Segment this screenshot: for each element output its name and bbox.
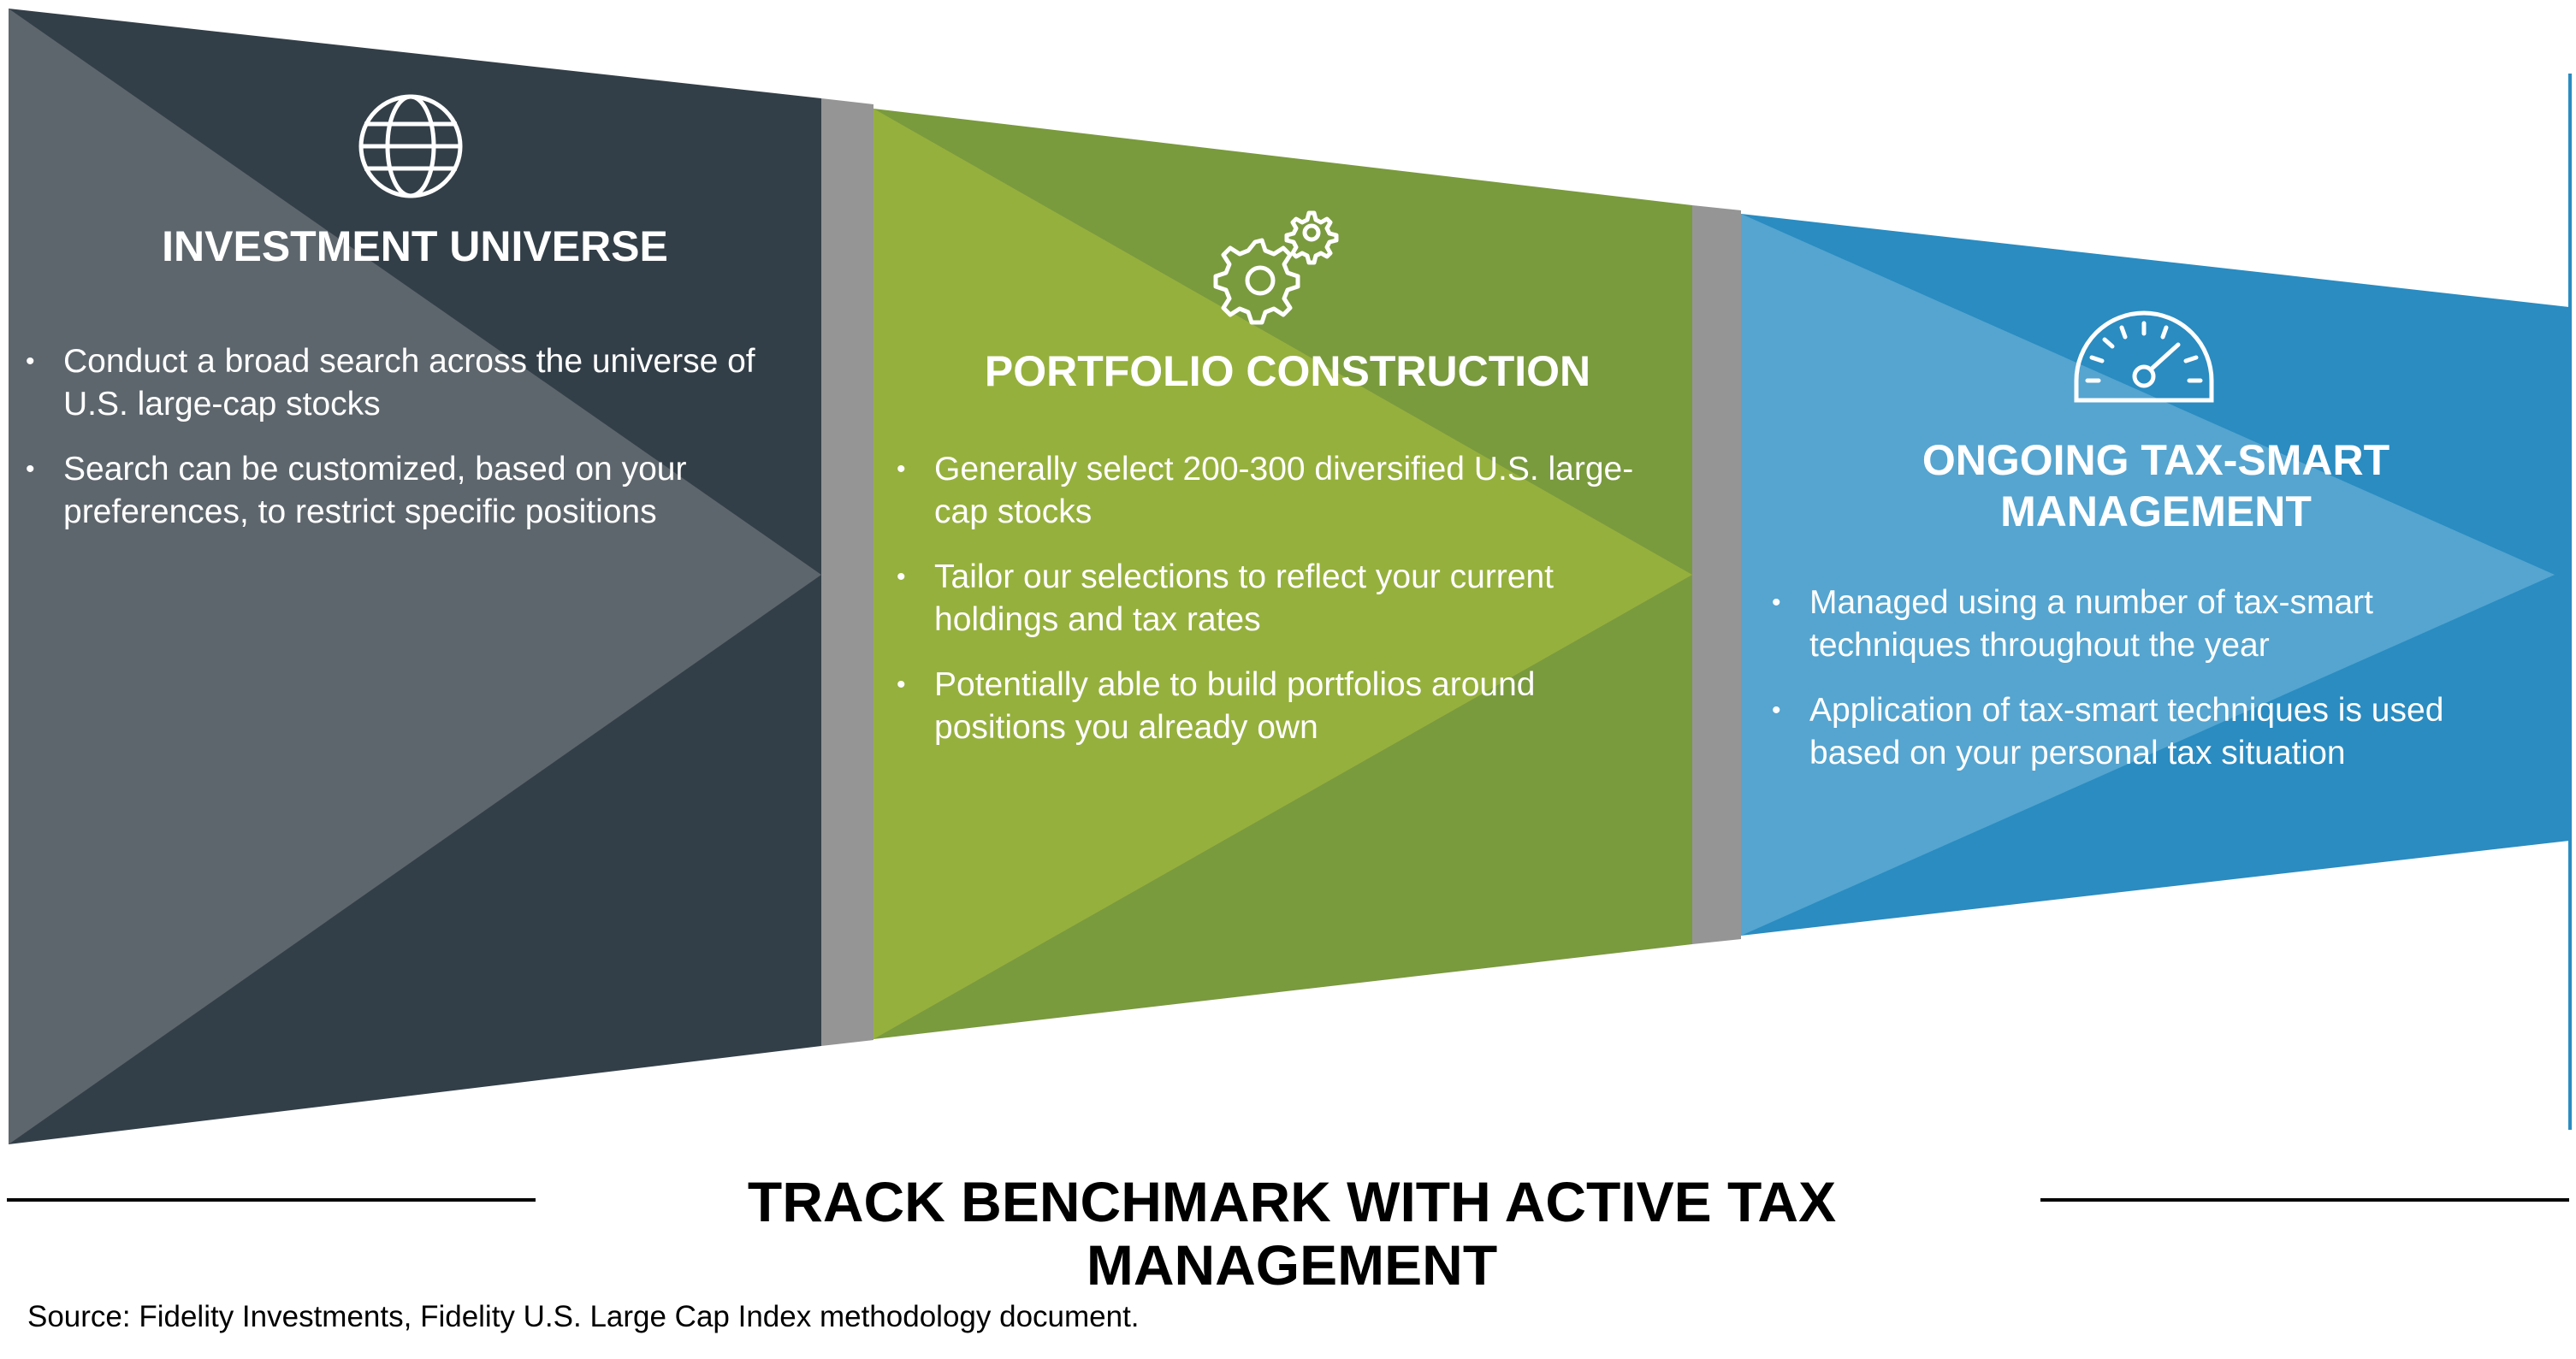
- bullet-item: Tailor our selections to reflect your cu…: [897, 556, 1667, 641]
- panel-3-title: ONGOING TAX-SMART MANAGEMENT: [1922, 436, 2390, 535]
- bullet-item: Conduct a broad search across the univer…: [26, 340, 796, 426]
- panel-2-bullets: Generally select 200-300 diversified U.S…: [897, 448, 1667, 771]
- panel-1-title: INVESTMENT UNIVERSE: [162, 222, 668, 270]
- gauge-icon: [2074, 310, 2214, 403]
- bullet-item: Potentially able to build portfolios aro…: [897, 664, 1667, 749]
- gears-icon: [1213, 210, 1339, 325]
- bullet-item: Generally select 200-300 diversified U.S…: [897, 448, 1667, 534]
- globe-icon: [358, 94, 463, 198]
- bullet-item: Application of tax-smart techniques is u…: [1772, 689, 2525, 775]
- footer-rule-left: [7, 1198, 536, 1202]
- source-note: Source: Fidelity Investments, Fidelity U…: [27, 1300, 1140, 1333]
- panel-1-bullets: Conduct a broad search across the univer…: [26, 340, 796, 556]
- panel-2-title: PORTFOLIO CONSTRUCTION: [984, 347, 1591, 395]
- footer-rule-right: [2040, 1198, 2569, 1202]
- bullet-item: Search can be customized, based on your …: [26, 448, 796, 534]
- footer-title: TRACK BENCHMARK WITH ACTIVE TAX MANAGEME…: [747, 1170, 1837, 1297]
- separator-1: [821, 98, 873, 1046]
- separator-2: [1692, 205, 1741, 944]
- bullet-item: Managed using a number of tax-smart tech…: [1772, 582, 2525, 667]
- panel-1-arrow: [9, 9, 821, 1144]
- panel-3-bullets: Managed using a number of tax-smart tech…: [1772, 582, 2525, 797]
